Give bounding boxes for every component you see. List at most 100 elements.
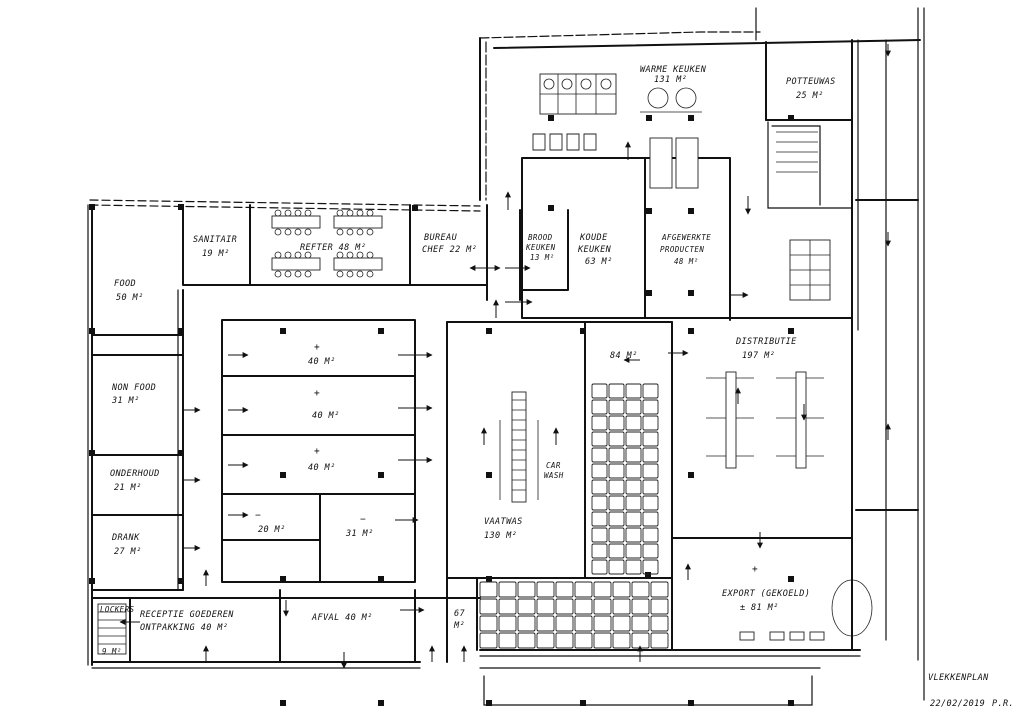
flow-arrows — [119, 44, 891, 669]
label-cold-1: 40 M² — [308, 357, 336, 367]
crate-cell — [625, 431, 642, 447]
label-afgewerkte-1: AFGEWERKTE — [661, 233, 711, 242]
label-cold-5: 31 M² — [345, 529, 374, 539]
label-room-67-1: 67 — [454, 609, 466, 619]
crate-cell — [517, 581, 536, 598]
crate-cell — [591, 543, 608, 559]
crate-cell — [625, 495, 642, 511]
label-brood-1: BROOD — [528, 233, 553, 242]
crate-cell — [612, 581, 631, 598]
crate-cell — [625, 559, 642, 575]
crate-cell — [591, 415, 608, 431]
crate-cell — [608, 511, 625, 527]
label-cold-4: 20 M² — [258, 525, 286, 535]
room-labels: WARME KEUKEN 131 M² POTTEUWAS 25 M² SANI… — [100, 65, 836, 656]
outer-walls — [87, 7, 925, 706]
label-potteuwas: POTTEUWAS — [786, 77, 836, 87]
label-room-84: 84 M² — [610, 351, 638, 361]
label-brood-2: KEUKEN — [525, 243, 556, 252]
crate-cell — [631, 581, 650, 598]
columns — [89, 115, 794, 706]
label-drank-area: 27 M² — [114, 547, 142, 557]
crate-cell — [625, 415, 642, 431]
label-lockers: LOCKERS — [100, 605, 134, 614]
crate-cell — [625, 447, 642, 463]
crate-cell — [642, 479, 659, 495]
label-food: FOOD — [114, 279, 136, 289]
crate-cell — [517, 598, 536, 615]
label-wash: WASH — [544, 471, 564, 480]
crate-cell — [498, 581, 517, 598]
stair — [97, 603, 127, 655]
crate-cell — [612, 598, 631, 615]
crate-cell — [608, 479, 625, 495]
label-non-food-area: 31 M² — [111, 396, 140, 406]
label-car: CAR — [546, 461, 561, 470]
title-block-initials: P.R. — [992, 699, 1014, 709]
crate-cell — [591, 495, 608, 511]
crate-cell — [591, 399, 608, 415]
crate-cell — [574, 615, 593, 632]
crate-cell — [625, 511, 642, 527]
crate-cell — [631, 632, 650, 649]
crate-cell — [479, 615, 498, 632]
crate-cell — [642, 463, 659, 479]
crate-cell — [574, 581, 593, 598]
crate-cell — [650, 615, 669, 632]
crate-cell — [574, 632, 593, 649]
label-bureau-2: CHEF 22 M² — [422, 245, 477, 255]
crate-cell — [555, 581, 574, 598]
title-block-title: VLEKKENPLAN — [928, 673, 989, 683]
crate-cell — [650, 598, 669, 615]
label-room-67-2: M² — [453, 621, 465, 631]
crate-cell — [608, 463, 625, 479]
crate-cell — [608, 431, 625, 447]
symbol-minus-2: − — [360, 514, 366, 525]
interior-walls — [91, 41, 853, 663]
tree — [831, 579, 873, 651]
label-afgewerkte-3: 48 M² — [674, 257, 699, 266]
label-non-food: NON FOOD — [111, 383, 156, 393]
crate-cell — [642, 447, 659, 463]
crate-cell — [642, 399, 659, 415]
crate-cell — [631, 615, 650, 632]
crate-cell — [591, 559, 608, 575]
label-onderhoud-area: 21 M² — [114, 483, 142, 493]
label-cold-2: 40 M² — [312, 411, 340, 421]
label-sanitair: SANITAIR — [193, 235, 237, 245]
crate-cell — [591, 383, 608, 399]
crate-cell — [517, 632, 536, 649]
label-onderhoud: ONDERHOUD — [110, 469, 160, 479]
refter-tables — [271, 209, 383, 278]
label-vaatwas: VAATWAS — [484, 517, 523, 527]
crate-cell — [642, 543, 659, 559]
crate-cell — [612, 615, 631, 632]
crate-cell — [536, 632, 555, 649]
crate-cell — [642, 559, 659, 575]
label-lockers-area: 9 M² — [102, 647, 122, 656]
crate-cell — [642, 383, 659, 399]
distributie-racks — [706, 239, 831, 641]
label-brood-3: 13 M² — [530, 253, 555, 262]
crate-cell — [517, 615, 536, 632]
label-koude-3: 63 M² — [585, 257, 613, 267]
crate-cell — [593, 615, 612, 632]
crate-cell — [625, 463, 642, 479]
crate-cell — [479, 581, 498, 598]
crate-cell — [642, 527, 659, 543]
crate-cell — [591, 511, 608, 527]
label-receptie-1: RECEPTIE GOEDEREN — [140, 610, 234, 620]
crate-cell — [625, 399, 642, 415]
crate-cell — [625, 383, 642, 399]
label-distributie: DISTRIBUTIE — [735, 337, 797, 347]
crate-cell — [608, 495, 625, 511]
crate-cell — [479, 632, 498, 649]
crate-cell — [591, 463, 608, 479]
crate-cell — [608, 383, 625, 399]
title-block-date: 22/02/2019 — [930, 699, 985, 709]
label-sanitair-area: 19 M² — [202, 249, 230, 259]
vaatwas-conveyor — [499, 391, 539, 503]
crate-cell — [608, 447, 625, 463]
label-drank: DRANK — [111, 533, 140, 543]
crate-cell — [642, 415, 659, 431]
